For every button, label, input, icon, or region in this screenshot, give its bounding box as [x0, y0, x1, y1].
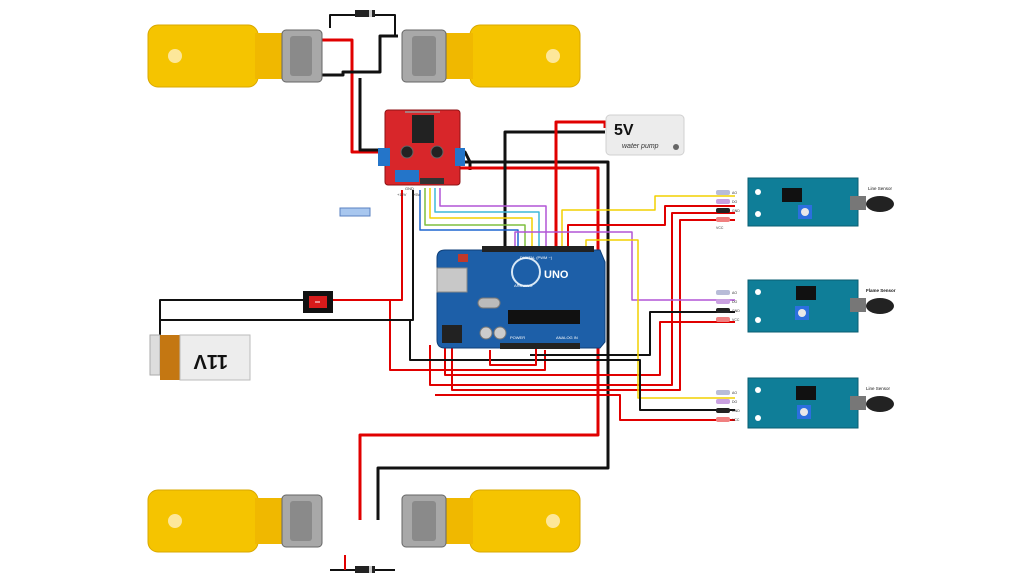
sensor-title: Line Sensor	[868, 186, 893, 191]
battery-11v: 11V	[149, 334, 251, 381]
sensor-title: Line Sensor	[866, 386, 891, 391]
atmega-chip	[508, 310, 580, 324]
pin-vcc-label: VCC	[716, 226, 724, 230]
pin-labels	[716, 190, 730, 222]
arduino-analog-label: ANALOG IN	[556, 335, 578, 340]
pin-ao-label: AO	[732, 391, 737, 395]
diode-top	[355, 10, 375, 17]
power-jack	[442, 325, 462, 343]
driver-pin-label-gnd: GND	[405, 186, 414, 191]
arduino-uno-board: DIGITAL (PWM ~) UNO ARDUINO POWER ANALOG…	[436, 246, 606, 349]
arduino-model: UNO	[544, 269, 569, 281]
sensor-flame: Flame Sensor VCC GND DO AO	[716, 279, 896, 333]
sensor-title: Flame Sensor	[866, 288, 896, 293]
pin-gnd-label: GND	[732, 209, 740, 213]
pump-label: water pump	[622, 143, 659, 150]
hub-icon	[168, 514, 182, 528]
pin-gnd-label: GND	[732, 309, 740, 313]
reset-button	[458, 254, 468, 262]
blue-resistor	[339, 207, 371, 217]
motor-bottom-right	[401, 489, 581, 553]
pin-ao-label: AO	[732, 291, 737, 295]
water-pump: 5V water pump	[605, 114, 685, 156]
pin-do-label: DO	[732, 200, 738, 204]
pin-vcc-label: VCC	[732, 418, 740, 422]
hub-icon	[168, 49, 182, 63]
arduino-power-label: POWER	[510, 335, 525, 340]
wires	[159, 14, 735, 571]
pin-ao-label: AO	[732, 191, 737, 195]
sensor-line-bottom: Line Sensor VCC GND DO AO	[716, 377, 894, 429]
pin-labels	[716, 390, 730, 422]
power-header	[500, 343, 580, 349]
diode-bottom	[355, 566, 375, 573]
usb-port	[436, 267, 468, 293]
motor-driver-board: +12V GND +5V	[378, 109, 465, 197]
pin-do-label: DO	[732, 400, 738, 404]
sensor-line-top: Line Sensor VCC GND DO AO	[716, 177, 894, 230]
digital-header	[482, 246, 594, 252]
driver-pin-label-12v: +12V	[397, 192, 407, 197]
arduino-brand: ARDUINO	[514, 283, 532, 288]
hub-icon	[546, 49, 560, 63]
pin-do-label: DO	[732, 300, 738, 304]
pin-labels	[716, 290, 730, 322]
motor-top-left	[147, 24, 323, 88]
driver-pin-label-5v: +5V	[413, 192, 421, 197]
arduino-digital-label: DIGITAL (PWM ~)	[520, 255, 553, 260]
pump-voltage: 5V	[614, 122, 634, 139]
hub-icon	[546, 514, 560, 528]
motor-bottom-left	[147, 489, 323, 553]
infinity-logo-icon	[511, 257, 541, 287]
power-switch	[303, 291, 333, 313]
pin-vcc-label: VCC	[732, 318, 740, 322]
pin-gnd-label: GND	[732, 409, 740, 413]
motor-top-right	[401, 24, 581, 88]
pump-dot-icon	[673, 144, 679, 150]
battery-label: 11V	[193, 350, 228, 372]
